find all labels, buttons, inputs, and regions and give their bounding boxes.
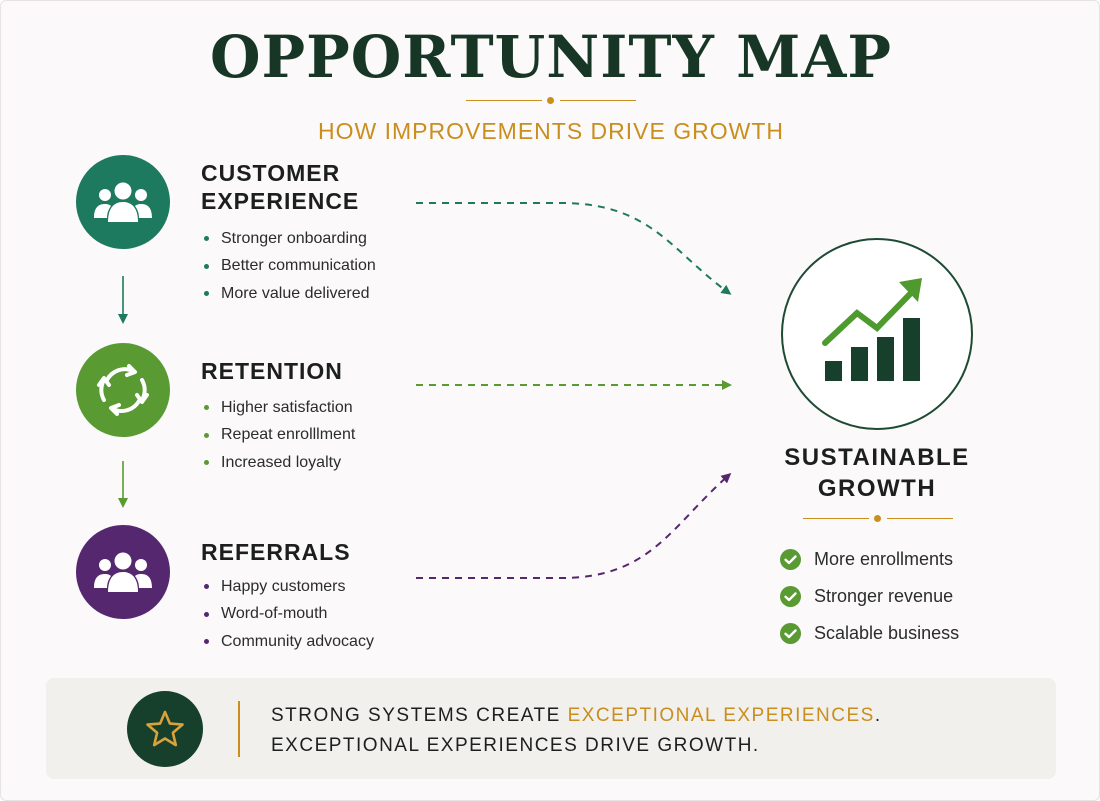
list-item: Better communication (204, 253, 376, 281)
list-item: Scalable business (780, 615, 959, 652)
referrals-badge (76, 525, 170, 619)
star-icon (146, 710, 184, 747)
list-item: More value delivered (204, 280, 376, 308)
customer-experience-badge (76, 155, 170, 249)
section-title-retention: RETENTION (201, 358, 343, 384)
check-circle-icon (780, 623, 801, 644)
banner-line-1: STRONG SYSTEMS CREATE EXCEPTIONAL EXPERI… (271, 705, 882, 726)
group-icon (94, 182, 152, 222)
star-badge (127, 691, 203, 767)
check-circle-icon (780, 586, 801, 607)
list-item: Increased loyalty (204, 449, 355, 477)
section-title-customer-experience: CUSTOMER EXPERIENCE (201, 160, 360, 214)
banner-divider (238, 701, 240, 757)
outcome-divider (803, 515, 953, 522)
flow-customer-to-growth (416, 202, 732, 295)
list-item: Higher satisfaction (204, 394, 355, 422)
list-item: Stronger revenue (780, 578, 959, 615)
bullets-customer-experience: Stronger onboarding Better communication… (204, 225, 376, 308)
page-subtitle: HOW IMPROVEMENTS DRIVE GROWTH (318, 118, 784, 144)
flow-referrals-to-growth (416, 473, 732, 579)
bullets-referrals: Happy customers Word-of-mouth Community … (204, 573, 374, 656)
list-item: Repeat enrolllment (204, 422, 355, 450)
summary-banner (46, 678, 1056, 779)
section-title-referrals: REFERRALS (201, 539, 351, 565)
retention-badge (76, 343, 170, 437)
check-circle-icon (780, 549, 801, 570)
banner-line-2: EXCEPTIONAL EXPERIENCES DRIVE GROWTH. (271, 735, 760, 756)
list-item: Stronger onboarding (204, 225, 376, 253)
outcome-checklist: More enrollments Stronger revenue Scalab… (780, 541, 959, 652)
page-title: OPPORTUNITY MAP (210, 23, 892, 91)
list-item: Community advocacy (204, 628, 374, 656)
bullets-retention: Higher satisfaction Repeat enrolllment I… (204, 394, 355, 477)
list-item: Word-of-mouth (204, 601, 374, 629)
group-icon (94, 552, 152, 592)
list-item: More enrollments (780, 541, 959, 578)
growth-badge (781, 238, 973, 430)
cycle-arrows-icon (97, 364, 149, 416)
growth-chart-icon (822, 278, 922, 381)
title-divider (466, 97, 636, 104)
outcome-title: SUSTAINABLE GROWTH (784, 444, 970, 502)
list-item: Happy customers (204, 573, 374, 601)
